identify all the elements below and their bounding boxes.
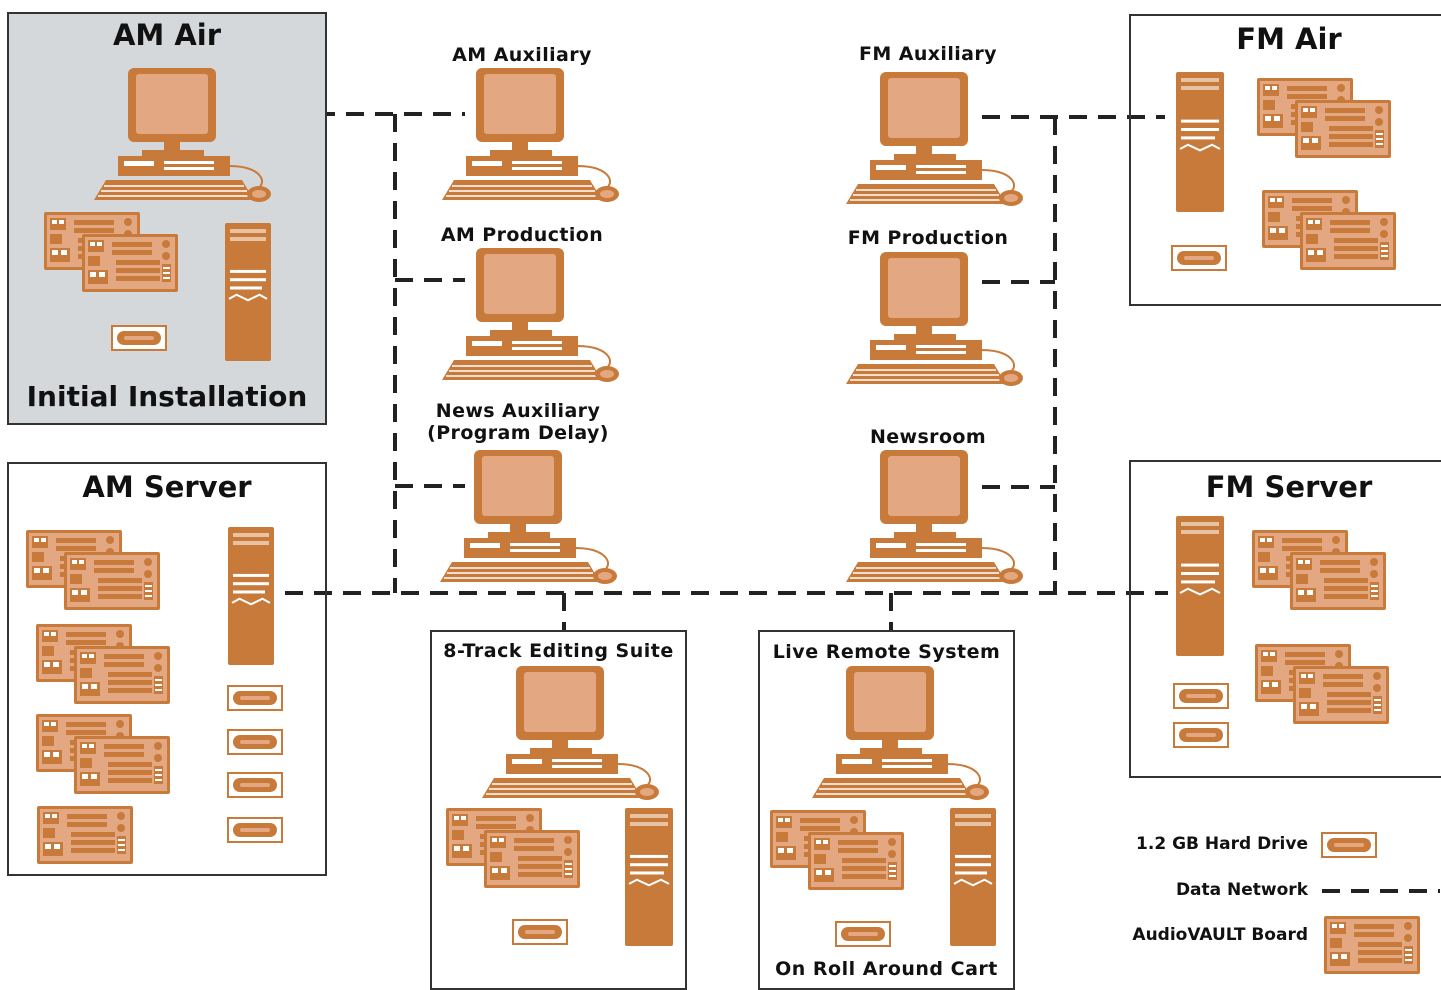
- editing-suite-workstation: [482, 666, 659, 800]
- fm-server-title: FM Server: [1205, 470, 1373, 504]
- am-auxiliary-workstation: [442, 68, 619, 202]
- am-server-tower: [228, 527, 274, 665]
- am-production-workstation: [442, 248, 619, 382]
- legend-network-line: [1322, 889, 1440, 893]
- am-server-2-board-front: [74, 646, 170, 704]
- fm-server-tower: [1176, 516, 1224, 656]
- legend-board-label: AudioVAULT Board: [1132, 925, 1308, 945]
- am-server-hard-drive-2: [227, 729, 283, 755]
- am-air-tower: [225, 223, 271, 361]
- fm-server-2-board-front: [1293, 666, 1389, 724]
- am-production-label: AM Production: [440, 224, 604, 246]
- am-air-board-front: [82, 234, 178, 292]
- am-air-workstation: [94, 68, 271, 202]
- am-server-title: AM Server: [82, 470, 252, 504]
- editing-suite-board-front: [484, 830, 580, 888]
- legend-network-label: Data Network: [1175, 880, 1308, 900]
- news-auxiliary-workstation: [440, 450, 617, 584]
- am-server-hard-drive-4: [227, 817, 283, 843]
- am-server-1-board-front: [64, 552, 160, 610]
- fm-server-hard-drive-2: [1173, 722, 1229, 748]
- remote-system-footer: On Roll Around Cart: [775, 958, 998, 980]
- remote-system-hard-drive: [835, 921, 891, 947]
- fm-air-1-board-front: [1295, 100, 1391, 158]
- fm-air-2-board-front: [1300, 212, 1396, 270]
- fm-production-workstation: [846, 252, 1023, 386]
- program-delay-label: (Program Delay): [427, 422, 609, 444]
- fm-air-title: FM Air: [1236, 22, 1342, 56]
- fm-server-1-board-front: [1290, 552, 1386, 610]
- newsroom-label: Newsroom: [869, 426, 987, 448]
- legend-board-icon: [1324, 916, 1420, 974]
- fm-auxiliary-label: FM Auxiliary: [859, 43, 997, 65]
- remote-system-zone: Live Remote System On Roll Around Cart: [758, 630, 1015, 990]
- fm-air-zone: FM Air: [1129, 14, 1441, 306]
- am-air-hard-drive: [111, 325, 167, 351]
- editing-suite-hard-drive: [512, 919, 568, 945]
- remote-system-tower: [950, 808, 996, 946]
- fm-air-tower: [1176, 72, 1224, 212]
- legend-hard-drive-icon: [1321, 832, 1377, 858]
- am-air-title: AM Air: [112, 18, 222, 52]
- fm-air-hard-drive: [1171, 245, 1227, 271]
- am-server-3-board-front: [74, 736, 170, 794]
- remote-system-board-front: [808, 832, 904, 890]
- newsroom-workstation: [846, 450, 1023, 584]
- am-server-board-single: [37, 806, 133, 864]
- fm-auxiliary-workstation: [846, 72, 1023, 206]
- remote-system-workstation: [812, 666, 989, 800]
- am-server-hard-drive-3: [227, 772, 283, 798]
- am-air-footer: Initial Installation: [26, 380, 308, 413]
- am-server-zone: AM Server: [7, 462, 327, 876]
- remote-system-title: Live Remote System: [772, 641, 1001, 663]
- editing-suite-tower: [625, 808, 673, 946]
- fm-server-hard-drive-1: [1173, 683, 1229, 709]
- news-auxiliary-label: News Auxiliary: [435, 400, 601, 422]
- fm-production-label: FM Production: [847, 227, 1009, 249]
- am-auxiliary-label: AM Auxiliary: [452, 44, 592, 66]
- am-server-hard-drive-1: [227, 685, 283, 711]
- fm-server-zone: FM Server: [1129, 460, 1441, 778]
- editing-suite-title: 8-Track Editing Suite: [443, 640, 674, 662]
- legend-hard-drive-label: 1.2 GB Hard Drive: [1136, 834, 1308, 854]
